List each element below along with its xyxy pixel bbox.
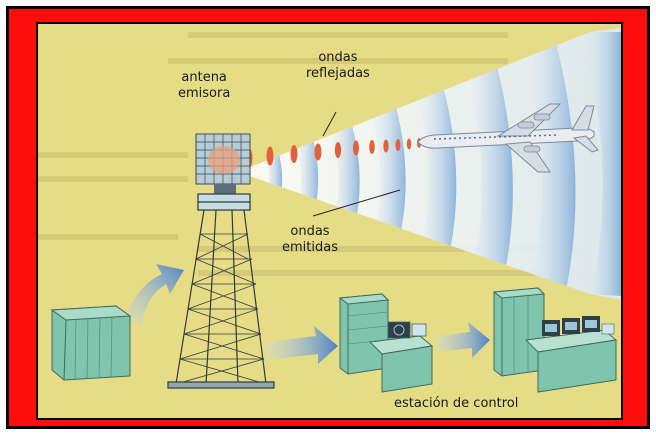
antenna-label: antena emisora <box>178 70 230 102</box>
reflected-waves-label-line2: reflejadas <box>306 66 370 81</box>
receiver-console-icon <box>338 293 434 393</box>
airplane-icon <box>417 103 599 173</box>
control-station-label: estación de control <box>394 396 519 411</box>
arrow-to-tower <box>124 264 184 324</box>
reflected-waves-label-line1: ondas <box>318 50 358 65</box>
transmitter-cabinet-icon <box>50 305 132 381</box>
radar-illustration: antena emisora ondas reflejadas ondas em… <box>38 24 621 418</box>
radar-diagram <box>38 28 621 393</box>
lattice-tower-icon <box>167 193 275 389</box>
arrow-to-receiver <box>266 326 338 364</box>
reflected-waves <box>245 138 421 168</box>
emitted-waves-label-line1: ondas <box>290 224 330 239</box>
emitted-leader-line <box>312 189 401 217</box>
emitted-waves-label: ondas emitidas <box>282 224 338 256</box>
emitted-waves-label-line2: emitidas <box>282 240 338 255</box>
antenna-label-line1: antena <box>181 70 227 85</box>
antenna-label-line2: emisora <box>178 86 231 101</box>
radar-antenna-icon <box>195 133 251 194</box>
reflected-leader-line <box>322 111 337 137</box>
reflected-waves-label: ondas reflejadas <box>306 50 370 82</box>
arrow-to-control <box>436 322 490 358</box>
control-console-icon <box>492 287 618 393</box>
